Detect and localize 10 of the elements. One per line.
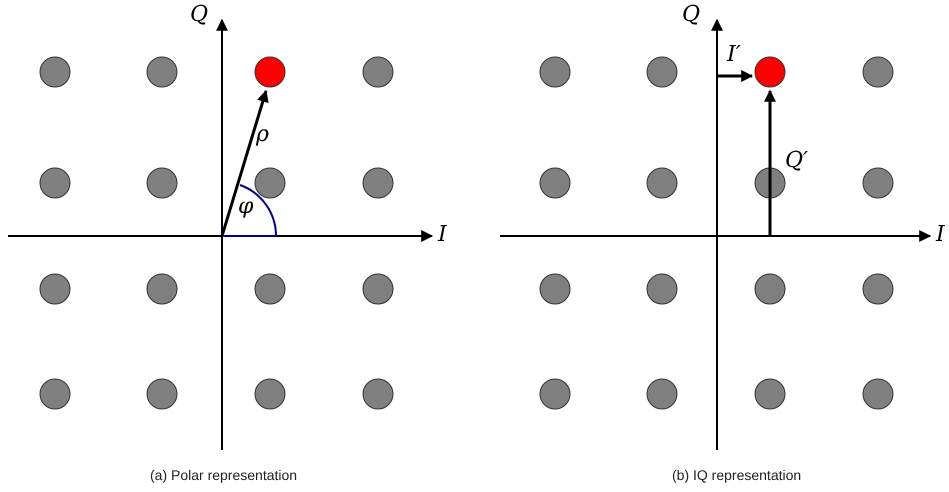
- vector-label: Q′: [785, 150, 808, 172]
- caption: (b) IQ representation: [672, 468, 802, 482]
- caption: (a) Polar representation: [150, 468, 298, 482]
- axis-label: Q: [190, 4, 208, 26]
- vector-label: I′: [727, 44, 741, 66]
- axis-label: I: [936, 224, 945, 246]
- axis-label: I: [438, 224, 447, 246]
- angle-label: φ: [238, 196, 254, 218]
- vector-label: ρ: [256, 124, 269, 146]
- axis-label: Q: [682, 4, 700, 26]
